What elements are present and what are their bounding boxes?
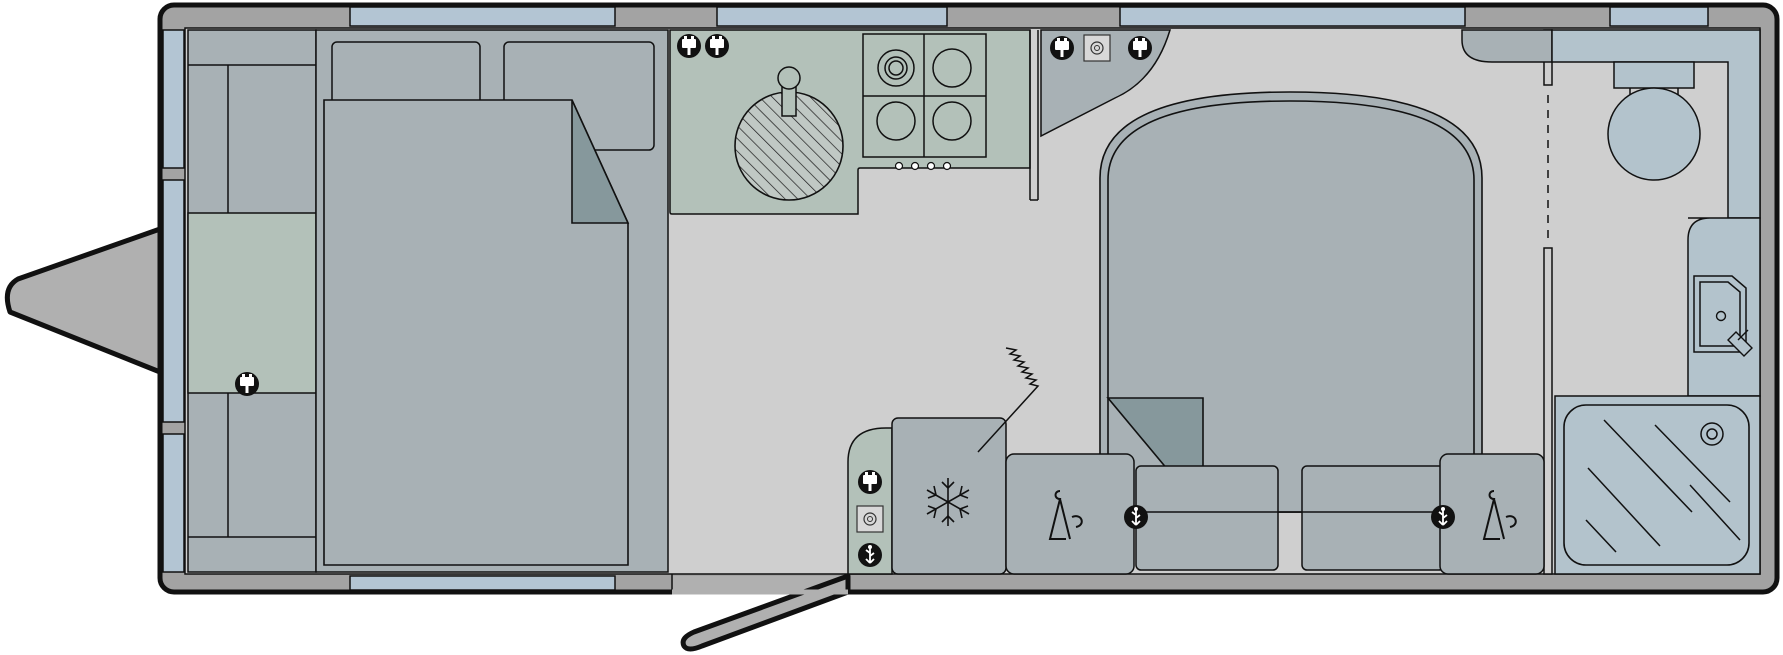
- front-bed: [315, 29, 669, 573]
- usb-icon: [857, 542, 883, 568]
- socket-icon: [1128, 36, 1152, 60]
- toilet-icon: [1607, 61, 1701, 181]
- socket-icon: [1050, 36, 1074, 60]
- washroom: [1461, 29, 1761, 575]
- tv-point-icon: [856, 505, 884, 533]
- front-lounge: [187, 29, 317, 573]
- snowflake-icon: [926, 478, 970, 526]
- bottom-units: [847, 347, 1545, 575]
- socket-icon: [235, 372, 259, 396]
- socket-icon: [858, 470, 882, 494]
- tv-point-icon: [1083, 34, 1111, 62]
- hob-icon: [862, 33, 987, 171]
- socket-icon: [705, 34, 729, 58]
- duvet: [323, 99, 629, 566]
- fridge: [891, 417, 1007, 575]
- bedside-left: [1135, 465, 1279, 571]
- basin-icon: [1693, 275, 1753, 357]
- usb-icon: [1123, 504, 1149, 530]
- usb-icon: [1430, 504, 1456, 530]
- windows-bottom: [349, 575, 616, 591]
- windows-front: [162, 29, 185, 573]
- corner-unit: [1040, 29, 1172, 138]
- kitchen: [669, 29, 1039, 215]
- drawbar: [4, 226, 163, 375]
- socket-icon: [677, 34, 701, 58]
- wardrobe-right: [1439, 453, 1545, 575]
- bedside-right: [1301, 465, 1445, 571]
- duvet-fold: [571, 99, 630, 224]
- wardrobe-left: [1005, 453, 1135, 575]
- shower-icon: [1563, 404, 1750, 566]
- radiator-icon: [977, 347, 1040, 453]
- island-bed: [1099, 91, 1483, 571]
- windows-top: [349, 6, 1709, 27]
- lounge-table: [187, 212, 317, 394]
